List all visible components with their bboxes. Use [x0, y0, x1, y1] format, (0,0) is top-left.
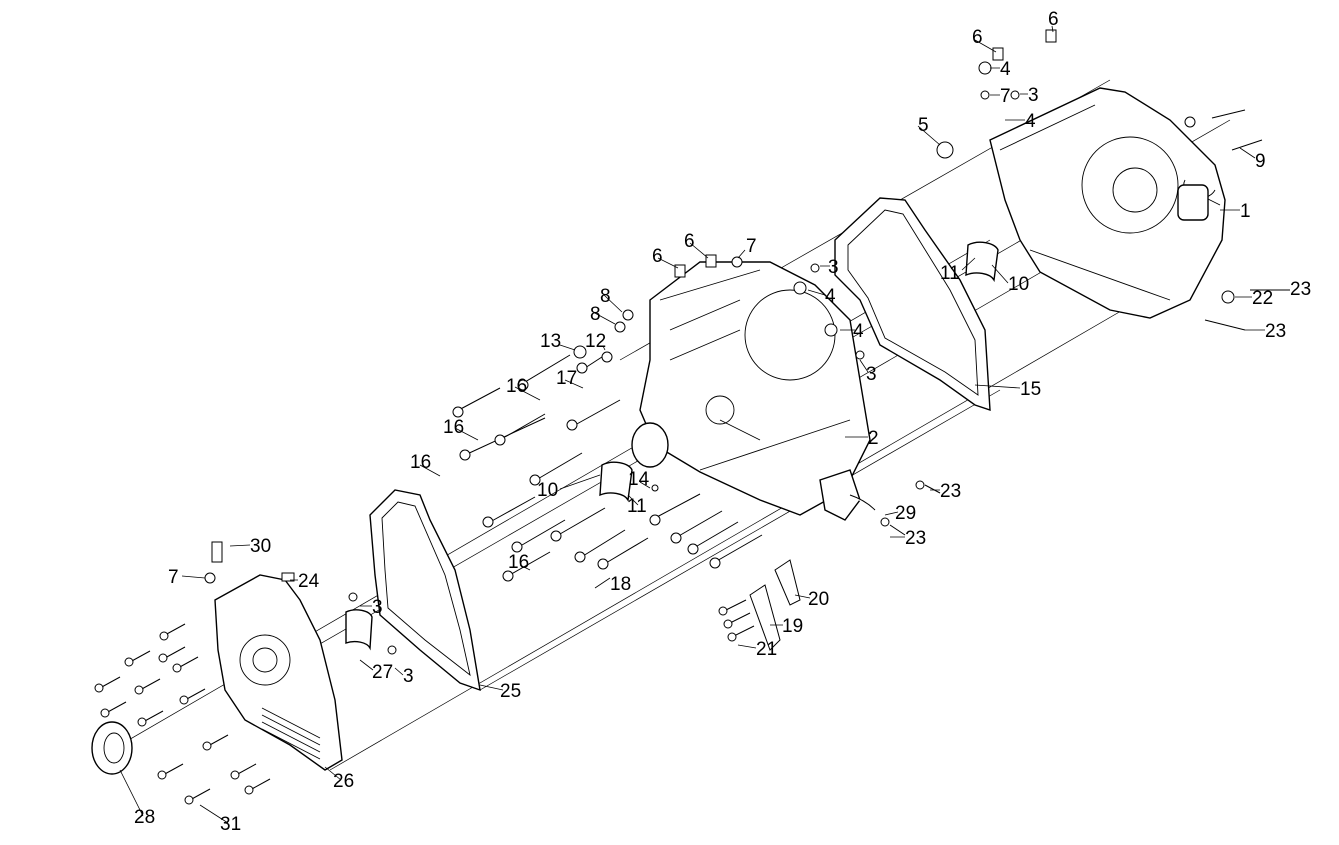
callout-label: 1 [1240, 201, 1251, 222]
callout-label: 3 [828, 257, 839, 278]
bearing-shells [345, 241, 999, 651]
callout-label: 16 [506, 376, 527, 397]
callout-label: 22 [1252, 288, 1273, 309]
callout-label: 31 [220, 814, 241, 835]
small-parts [204, 29, 1235, 655]
crankcase-cover [214, 574, 343, 771]
callout-label: 16 [508, 552, 529, 573]
callout-label: 17 [556, 368, 577, 389]
callout-label: 7 [168, 567, 179, 588]
bolts [94, 29, 1290, 805]
callout-label: 4 [825, 286, 836, 307]
callout-label: 18 [610, 574, 631, 595]
callout-label: 8 [600, 286, 611, 307]
callout-label: 3 [372, 597, 383, 618]
callout-label: 23 [940, 481, 961, 502]
callout-label: 12 [585, 331, 606, 352]
callout-label: 10 [537, 480, 558, 501]
callout-label: 24 [298, 571, 320, 592]
callout-label: 6 [684, 231, 695, 252]
callout-label: 3 [403, 666, 414, 687]
callout-label: 6 [972, 27, 983, 48]
callout-labels: 6 6 4 7 3 5 4 9 1 22 23 23 11 10 15 6 6 … [134, 9, 1311, 835]
callout-label: 20 [808, 589, 829, 610]
callout-label: 7 [1000, 86, 1011, 107]
callout-label: 4 [853, 321, 864, 342]
callout-label: 11 [940, 263, 960, 284]
callout-label: 6 [1048, 9, 1059, 30]
callout-label: 27 [372, 662, 393, 683]
callout-label: 2 [868, 428, 879, 449]
callout-label: 15 [1020, 379, 1041, 400]
callout-label: 16 [443, 417, 464, 438]
callout-label: 4 [1000, 59, 1011, 80]
cover-bolts [94, 599, 755, 805]
callout-label: 7 [746, 236, 757, 257]
callout-label: 9 [1255, 151, 1266, 172]
oil-seal [91, 721, 133, 775]
callout-label: 14 [628, 469, 650, 490]
callout-label: 19 [782, 616, 803, 637]
callout-label: 21 [756, 639, 777, 660]
callout-label: 8 [590, 304, 601, 325]
callout-label: 13 [540, 331, 561, 352]
callout-label: 29 [895, 503, 916, 524]
right-crankcase [989, 87, 1226, 319]
callout-label: 10 [1008, 274, 1029, 295]
callout-label: 11 [627, 496, 647, 517]
callout-label: 23 [1265, 321, 1286, 342]
middle-crankcase [631, 261, 871, 521]
gasket-center [834, 197, 991, 411]
callout-label: 23 [905, 528, 926, 549]
callout-label: 3 [1028, 85, 1039, 106]
leader-lines [119, 25, 1290, 824]
callout-label: 16 [410, 452, 431, 473]
callout-label: 4 [1025, 111, 1036, 132]
callout-label: 23 [1290, 279, 1311, 300]
callout-label: 3 [866, 364, 877, 385]
gasket-left [369, 489, 481, 692]
callout-label: 28 [134, 807, 155, 828]
callout-label: 6 [652, 246, 663, 267]
callout-label: 25 [500, 681, 521, 702]
callout-label: 26 [333, 771, 354, 792]
callout-label: 5 [918, 115, 929, 136]
callout-label: 30 [250, 536, 271, 557]
